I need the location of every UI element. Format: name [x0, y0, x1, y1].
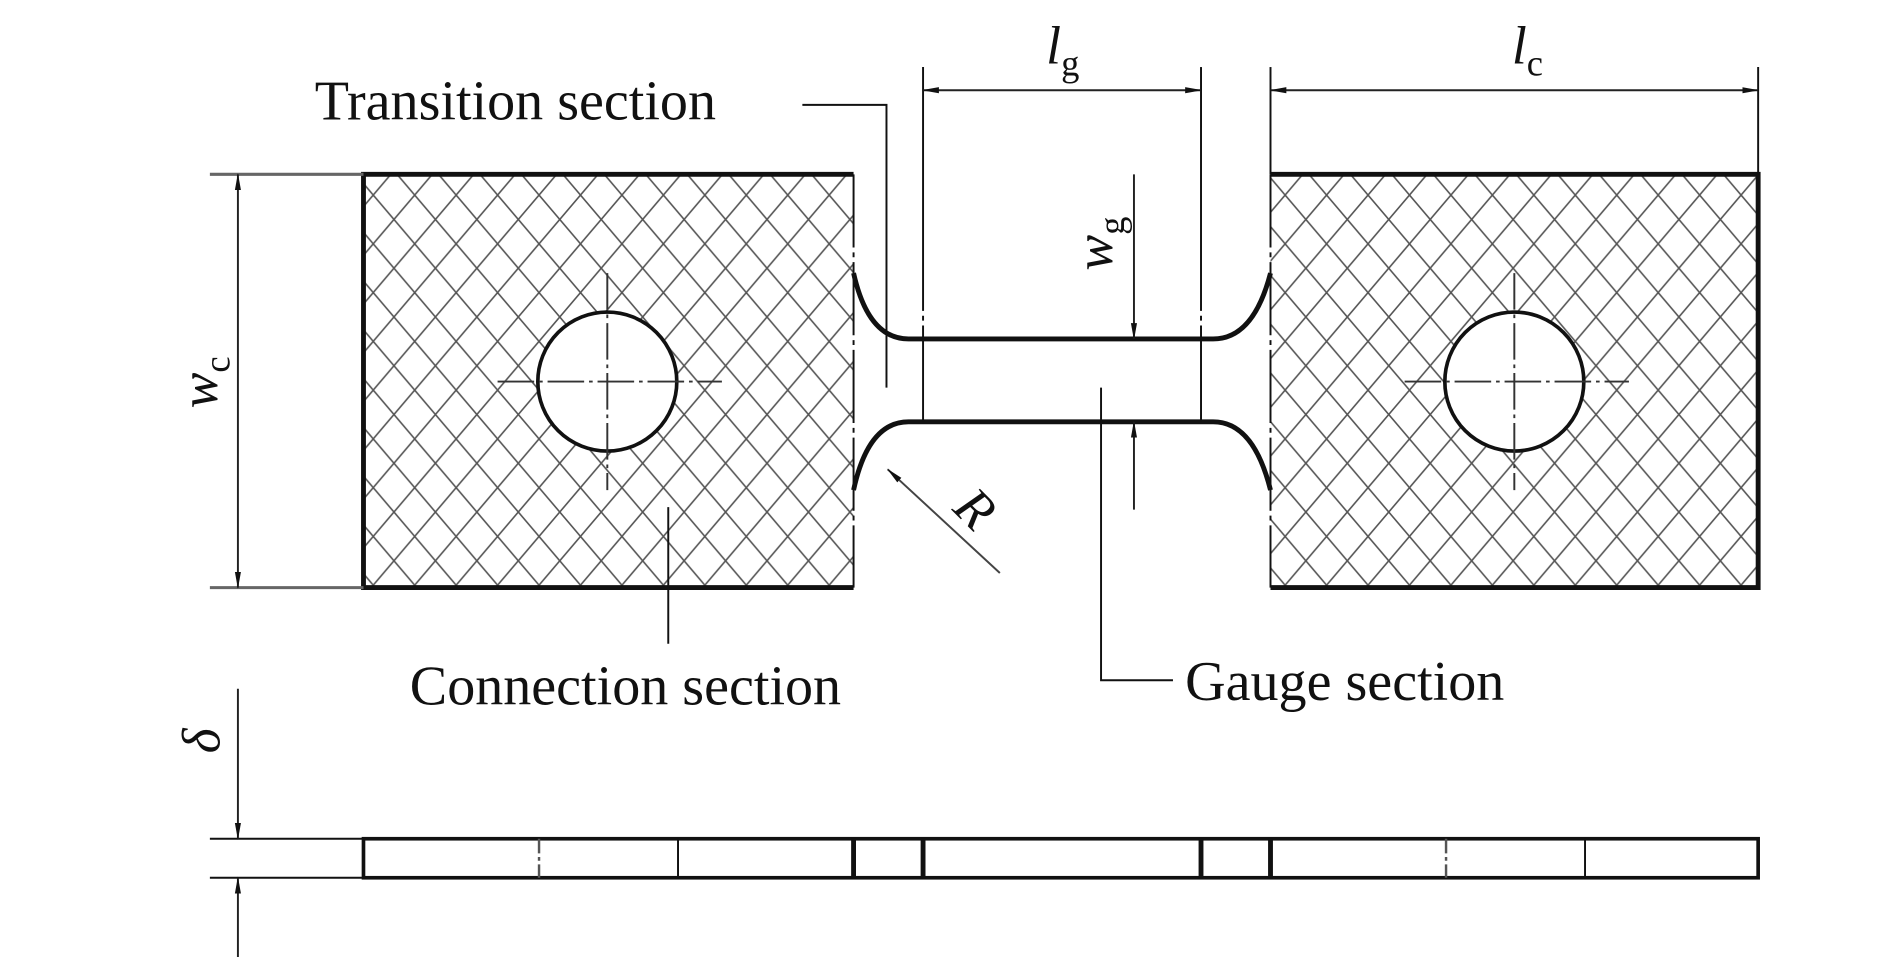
dimension-thickness: δ	[172, 688, 364, 957]
svg-text:wg: wg	[1064, 217, 1132, 271]
dimension-lc: lc	[1269, 15, 1760, 175]
gauge-and-transition-outline	[851, 67, 1273, 491]
dimension-radius: R	[886, 468, 1008, 574]
label-gauge-section: Gauge section	[1185, 651, 1504, 713]
leader-gauge	[1100, 387, 1173, 682]
left-connection-section	[361, 171, 855, 591]
label-transition-section: Transition section	[315, 70, 716, 132]
svg-text:wc: wc	[169, 356, 237, 408]
svg-text:R: R	[942, 475, 1008, 541]
svg-text:lc: lc	[1512, 15, 1543, 83]
dimension-wc: wc	[169, 172, 364, 590]
dimension-wg: wg	[1064, 174, 1138, 510]
svg-text:δ: δ	[172, 727, 232, 753]
svg-text:lg: lg	[1046, 15, 1079, 83]
label-connection-section: Connection section	[410, 656, 841, 718]
leader-transition	[802, 103, 888, 388]
side-view	[361, 836, 1760, 880]
dimension-lg: lg	[921, 15, 1203, 94]
right-connection-section	[1269, 171, 1761, 591]
